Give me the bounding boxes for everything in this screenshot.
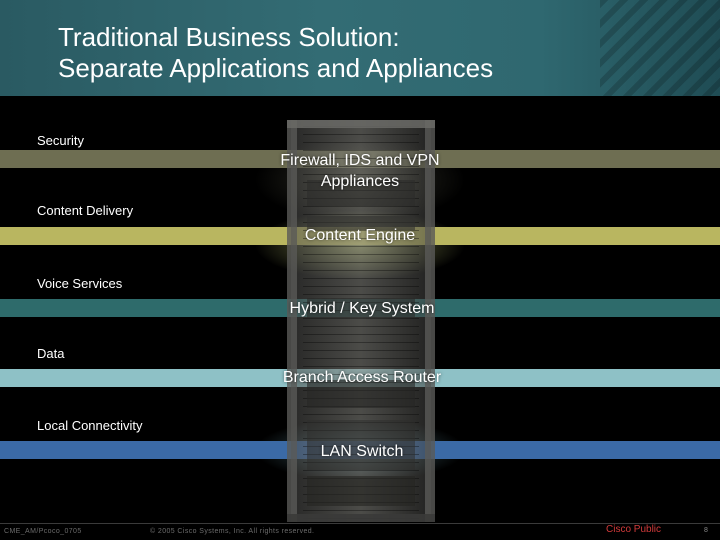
layer-label-local-connectivity: Local Connectivity bbox=[37, 418, 143, 433]
layer-label-voice-services: Voice Services bbox=[37, 276, 123, 291]
header-stripes bbox=[600, 0, 720, 96]
layer-label-data: Data bbox=[37, 346, 65, 361]
title-line-1: Traditional Business Solution: bbox=[58, 22, 400, 52]
layer-label-security: Security bbox=[37, 133, 84, 148]
footer-classification: Cisco Public bbox=[606, 524, 662, 535]
slide-header: Traditional Business Solution: Separate … bbox=[0, 0, 720, 96]
title-line-2: Separate Applications and Appliances bbox=[58, 53, 494, 83]
footer-copyright: © 2005 Cisco Systems, Inc. All rights re… bbox=[150, 528, 315, 535]
footer-divider bbox=[0, 523, 720, 524]
appliance-line-1: Firewall, IDS and VPN bbox=[280, 152, 440, 169]
footer-doc-id: CME_AM/Pcoco_0705 bbox=[4, 528, 82, 535]
equipment-rack-image bbox=[283, 120, 439, 522]
appliance-label-access-router: Branch Access Router bbox=[282, 369, 442, 386]
slide-title: Traditional Business Solution: Separate … bbox=[58, 22, 658, 84]
appliance-label-key-system: Hybrid / Key System bbox=[289, 300, 435, 317]
footer-page-number: 8 bbox=[704, 527, 708, 534]
appliance-label-lan-switch: LAN Switch bbox=[320, 443, 404, 460]
appliance-label-content-engine: Content Engine bbox=[304, 227, 416, 244]
appliance-line-2: Appliances bbox=[320, 173, 400, 190]
appliance-label-firewall: Firewall, IDS and VPN Appliances bbox=[240, 150, 480, 192]
layer-label-content-delivery: Content Delivery bbox=[37, 203, 134, 218]
